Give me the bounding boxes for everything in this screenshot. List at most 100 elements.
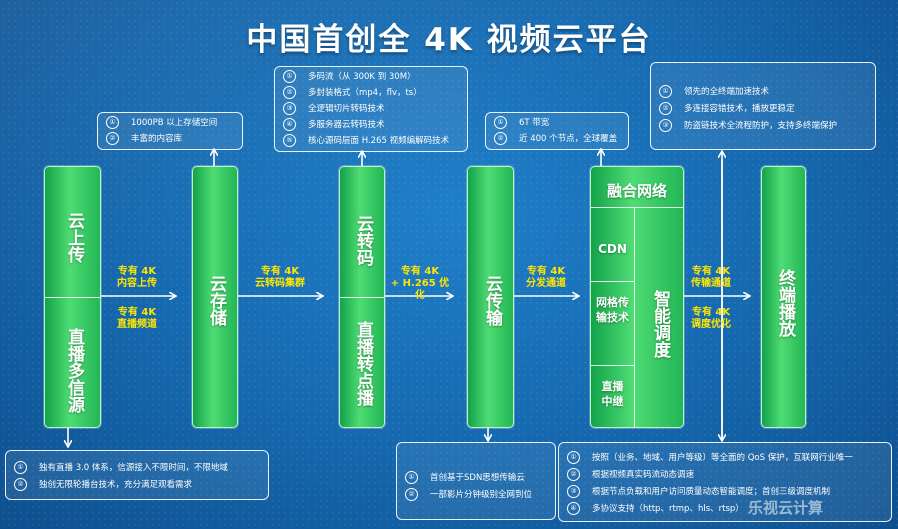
transmission-column: 云传输 xyxy=(467,166,514,428)
label-line: 专有 4K xyxy=(260,266,300,277)
live-source-info-box: ① 独有直播 3.0 体系，信源接入不限时间，不限地域 ② 独创无限轮播台技术，充分… xyxy=(5,450,269,500)
cdn-label: CDN xyxy=(598,242,627,256)
info-row: ② 近 400 个节点，全球覆盖 xyxy=(494,132,617,147)
label-line: 云转码集群 xyxy=(255,278,305,289)
label-line: 调度优化 xyxy=(691,319,731,330)
info-text: 1000PB 以上存储空间 xyxy=(131,118,218,128)
upload-label: 云上传 xyxy=(64,211,84,263)
bullet-number: ② xyxy=(106,132,119,145)
label-line: 传输通道 xyxy=(691,278,731,289)
live-to-vod-label: 直播转点播 xyxy=(353,320,373,406)
label-4k-content-upload: 专有 4K 内容上传 xyxy=(104,266,170,290)
storage-info-box: ① 1000PB 以上存储空间 ② 丰富的内容库 xyxy=(97,112,243,150)
bullet-number: ② xyxy=(14,478,27,491)
label-line: 专有 4K xyxy=(117,307,157,318)
transcode-label: 云转码 xyxy=(353,214,373,266)
transcode-column: 云转码 直播转点播 xyxy=(339,166,385,428)
info-text: 近 400 个节点，全球覆盖 xyxy=(519,134,618,144)
info-text: 多连接容错技术，播放更稳定 xyxy=(684,104,795,114)
label-4k-live-channel: 专有 4K 直播频道 xyxy=(104,307,170,331)
qos-info-box: ① 按照（业务、地域、用户等级）等全面的 QoS 保护，互联网行业唯一 ② 根据视频… xyxy=(558,442,892,522)
info-text: 丰富的内容库 xyxy=(131,134,183,144)
label-line: 直播频道 xyxy=(117,319,157,330)
label-line: 专有 4K xyxy=(526,266,566,277)
transcode-divider xyxy=(340,297,384,298)
info-row: ④ 多协议支持（http、rtmp、hls、rtsp） xyxy=(567,502,744,517)
bullet-number: ⑤ xyxy=(283,134,296,147)
bullet-number: ④ xyxy=(567,502,580,515)
info-row: ③ 全逻辑切片转码技术 xyxy=(283,102,385,117)
storage-column: 云存储 xyxy=(192,166,238,428)
info-row: ③ 根据节点负载和用户访问质量动态智能调度；首创三级调度机制 xyxy=(567,485,830,500)
label-line: 专有 4K xyxy=(691,307,731,318)
playback-column: 终端播放 xyxy=(761,166,806,428)
fusion-header-divider xyxy=(591,207,683,208)
info-text: 全逻辑切片转码技术 xyxy=(308,104,385,114)
info-text: 多服务器云转码技术 xyxy=(308,120,385,130)
info-text: 独有直播 3.0 体系，信源接入不限时间，不限地域 xyxy=(39,463,228,473)
bullet-number: ③ xyxy=(659,119,672,132)
info-text: 按照（业务、地域、用户等级）等全面的 QoS 保护，互联网行业唯一 xyxy=(592,453,853,463)
live-source-label: 直播多信源 xyxy=(64,327,84,413)
storage-label: 云存储 xyxy=(206,274,226,326)
info-text: 多码流（从 300K 到 30M） xyxy=(308,72,416,82)
page-title: 中国首创全 4K 视频云平台 xyxy=(246,22,652,58)
bullet-number: ① xyxy=(659,85,672,98)
bullet-number: ② xyxy=(659,102,672,115)
bullet-number: ② xyxy=(567,468,580,481)
info-row: ① 独有直播 3.0 体系，信源接入不限时间，不限地域 xyxy=(14,461,228,476)
label-4k-distribution: 专有 4K 分发通道 xyxy=(516,266,576,290)
fusion-inner-divider xyxy=(634,207,635,428)
fusion-network-label: 融合网络 xyxy=(606,182,667,200)
info-row: ① 按照（业务、地域、用户等级）等全面的 QoS 保护，互联网行业唯一 xyxy=(567,451,853,466)
info-text: 根据节点负载和用户访问质量动态智能调度；首创三级调度机制 xyxy=(592,487,831,497)
transmission-label: 云传输 xyxy=(482,274,502,326)
label-line: 内容上传 xyxy=(117,278,157,289)
label-line: 专有 4K xyxy=(400,266,440,277)
label-line: 分发通道 xyxy=(526,278,566,289)
info-text: 多协议支持（http、rtmp、hls、rtsp） xyxy=(592,504,744,514)
bullet-number: ① xyxy=(405,471,418,484)
bullet-number: ① xyxy=(567,451,580,464)
bandwidth-info-box: ① 6T 带宽 ② 近 400 个节点，全球覆盖 xyxy=(485,112,629,150)
bullet-number: ① xyxy=(494,116,507,129)
upload-divider xyxy=(45,297,100,298)
upload-column: 云上传 直播多信源 xyxy=(44,166,101,428)
grid-transmission-label: 网格传输技术 xyxy=(591,295,634,325)
bullet-number: ① xyxy=(14,461,27,474)
info-text: 独创无限轮播台技术，充分满足观看需求 xyxy=(39,480,193,490)
live-relay-text: 直播中继 xyxy=(601,380,624,408)
bullet-number: ① xyxy=(106,116,119,129)
info-row: ① 1000PB 以上存储空间 xyxy=(106,116,217,131)
info-text: 6T 带宽 xyxy=(519,118,550,128)
watermark-logo: 乐视云计算 xyxy=(748,499,824,517)
info-text: 防盗链技术全流程防护，支持多终端保护 xyxy=(684,121,838,131)
label-line: 专有 4K xyxy=(117,266,157,277)
bullet-number: ③ xyxy=(283,102,296,115)
playback-label: 终端播放 xyxy=(775,269,795,337)
info-row: ② 独创无限轮播台技术，充分满足观看需求 xyxy=(14,478,192,493)
info-text: 核心源码层面 H.265 视频编解码技术 xyxy=(308,136,450,146)
info-row: ⑤ 核心源码层面 H.265 视频编解码技术 xyxy=(283,134,449,149)
label-4k-h265: 专有 4K + H.265 优化 xyxy=(388,266,452,302)
fusion-network-block: 融合网络 CDN 网格传输技术 直播中继 智能调度 xyxy=(590,166,684,428)
info-text: 根据视频真实码流动态调速 xyxy=(592,470,695,480)
label-4k-transport-channel: 专有 4K 传输通道 xyxy=(686,266,736,290)
grid-divider xyxy=(591,365,634,366)
info-text: 一部影片分钟级别全网到位 xyxy=(430,490,533,500)
live-relay-label: 直播中继 xyxy=(591,379,634,409)
bullet-number: ② xyxy=(494,132,507,145)
info-row: ③ 防盗链技术全流程防护，支持多终端保护 xyxy=(659,119,837,134)
info-row: ② 根据视频真实码流动态调速 xyxy=(567,468,694,483)
bullet-number: ③ xyxy=(567,485,580,498)
